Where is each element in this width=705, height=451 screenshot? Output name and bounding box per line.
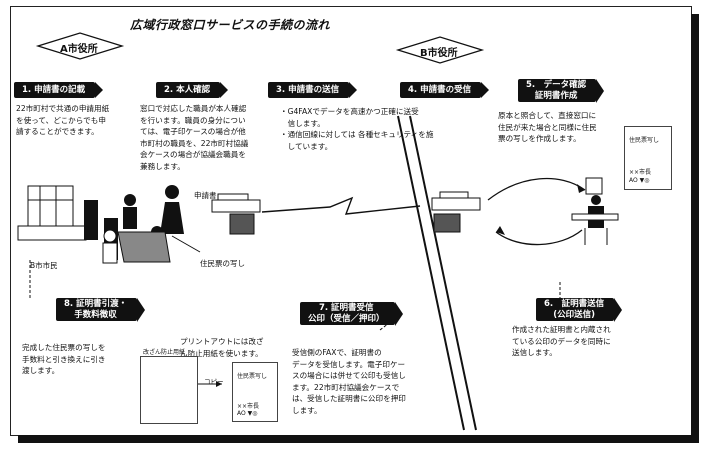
resident-copy-doc: 住民票写し ××市長 AO ▼◎ [232, 362, 278, 422]
anti-tamper-paper-label: 改ざん防止用紙 [143, 349, 186, 356]
step-1-label: 1. 申請書の記載 [14, 82, 104, 98]
printout-note: プリントアウトには改ざ ん防止用紙を使います。 [180, 337, 264, 358]
frame-shadow-right [691, 14, 699, 442]
step-6-label-line2: (公印送信) [553, 310, 595, 320]
step-3-desc: ・G4FAXでデータを高速かつ正確に送受 信します。 ・通信回線に対しては 各種… [280, 107, 434, 151]
step-2-label: 2. 本人確認 [156, 82, 229, 98]
step-4-label: 4. 申請書の受信 [400, 82, 490, 98]
step-6-label: 6. 証明書送信 (公印送信) [536, 298, 623, 322]
transmission-lightning [261, 196, 421, 215]
curve-arrow-upper [487, 177, 586, 201]
clerk-illustration [571, 177, 619, 245]
fax-machine-b-icon [431, 191, 481, 233]
certificate-seal: AO ▼◎ [629, 177, 650, 184]
step-5-label: 5. データ確認 証明書作成 [518, 79, 605, 103]
step-7-label: 7. 証明書受信 公印（受信／押印） [300, 302, 402, 326]
step-8-label: 8. 証明書引渡・ 手数料徴収 [56, 298, 146, 322]
application-form-label: 申請書 [194, 191, 217, 200]
page-title: 広域行政窓口サービスの手続の流れ [130, 18, 331, 32]
doc-title: 住民票写し [237, 373, 268, 380]
office-a-diamond [35, 32, 125, 60]
step-6-desc: 作成された証明書と内蔵され ている公印のデータを同時に 送信します。 [512, 325, 611, 357]
step-5-label-line1: 5. データ確認 [526, 80, 587, 90]
copy-label: コピー [204, 378, 224, 386]
frame-shadow-bottom [18, 435, 699, 443]
step-5-label-line2: 証明書作成 [534, 91, 578, 101]
step-3-label: 3. 申請書の送信 [268, 82, 358, 98]
doc-footer: ××市長 [237, 403, 260, 410]
step-8-desc: 完成した住民票の写しを 手数料と引き換えに引き 渡します。 [22, 343, 106, 375]
step-8-label-line1: 8. 証明書引渡・ [64, 299, 128, 309]
step-6-label-line1: 6. 証明書送信 [544, 299, 605, 309]
step-8-label-line2: 手数料徴収 [74, 310, 117, 320]
certificate-doc: 住民票写し ××市長 AO ▼◎ [624, 126, 672, 190]
b-citizen-label: B市市民 [30, 261, 58, 270]
curve-arrow-lower [495, 229, 583, 246]
certificate-footer: ××市長 [629, 169, 652, 176]
boundary-line-2 [409, 115, 477, 431]
office-b-label: B市役所 [420, 48, 458, 59]
step-2-desc: 窓口で対応した職員が本人確認 を行います。職員の身分につい ては、電子印ケースの… [140, 104, 249, 171]
certificate-title: 住民票写し [629, 137, 660, 144]
doc-seal: AO ▼◎ [237, 410, 258, 417]
step-5-desc: 原本と照合して、直接窓口に 住民が来た場合と同様に住民 票の写しを作成します。 [498, 111, 597, 143]
counter-illustration [17, 185, 118, 260]
fax-machine-a-icon [211, 193, 261, 235]
step-1-desc: 22市町村で共通の申請用紙 を使って、どこからでも申 請することができます。 [16, 104, 110, 136]
step-7-desc: 受信側のFAXで、証明書の データを受信します。電子印ケー スの場合には併せて公… [292, 348, 406, 415]
office-b-diamond [395, 36, 485, 64]
resident-copy-label: 住民票の写し [200, 259, 245, 268]
office-a-label: A市役所 [60, 44, 98, 55]
boundary-line-1 [397, 115, 465, 431]
step-7-label-line1: 7. 証明書受信 [318, 303, 374, 313]
step-7-label-line2: 公印（受信／押印） [308, 314, 385, 324]
anti-tamper-paper-doc: 改ざん防止用紙 [140, 349, 198, 424]
